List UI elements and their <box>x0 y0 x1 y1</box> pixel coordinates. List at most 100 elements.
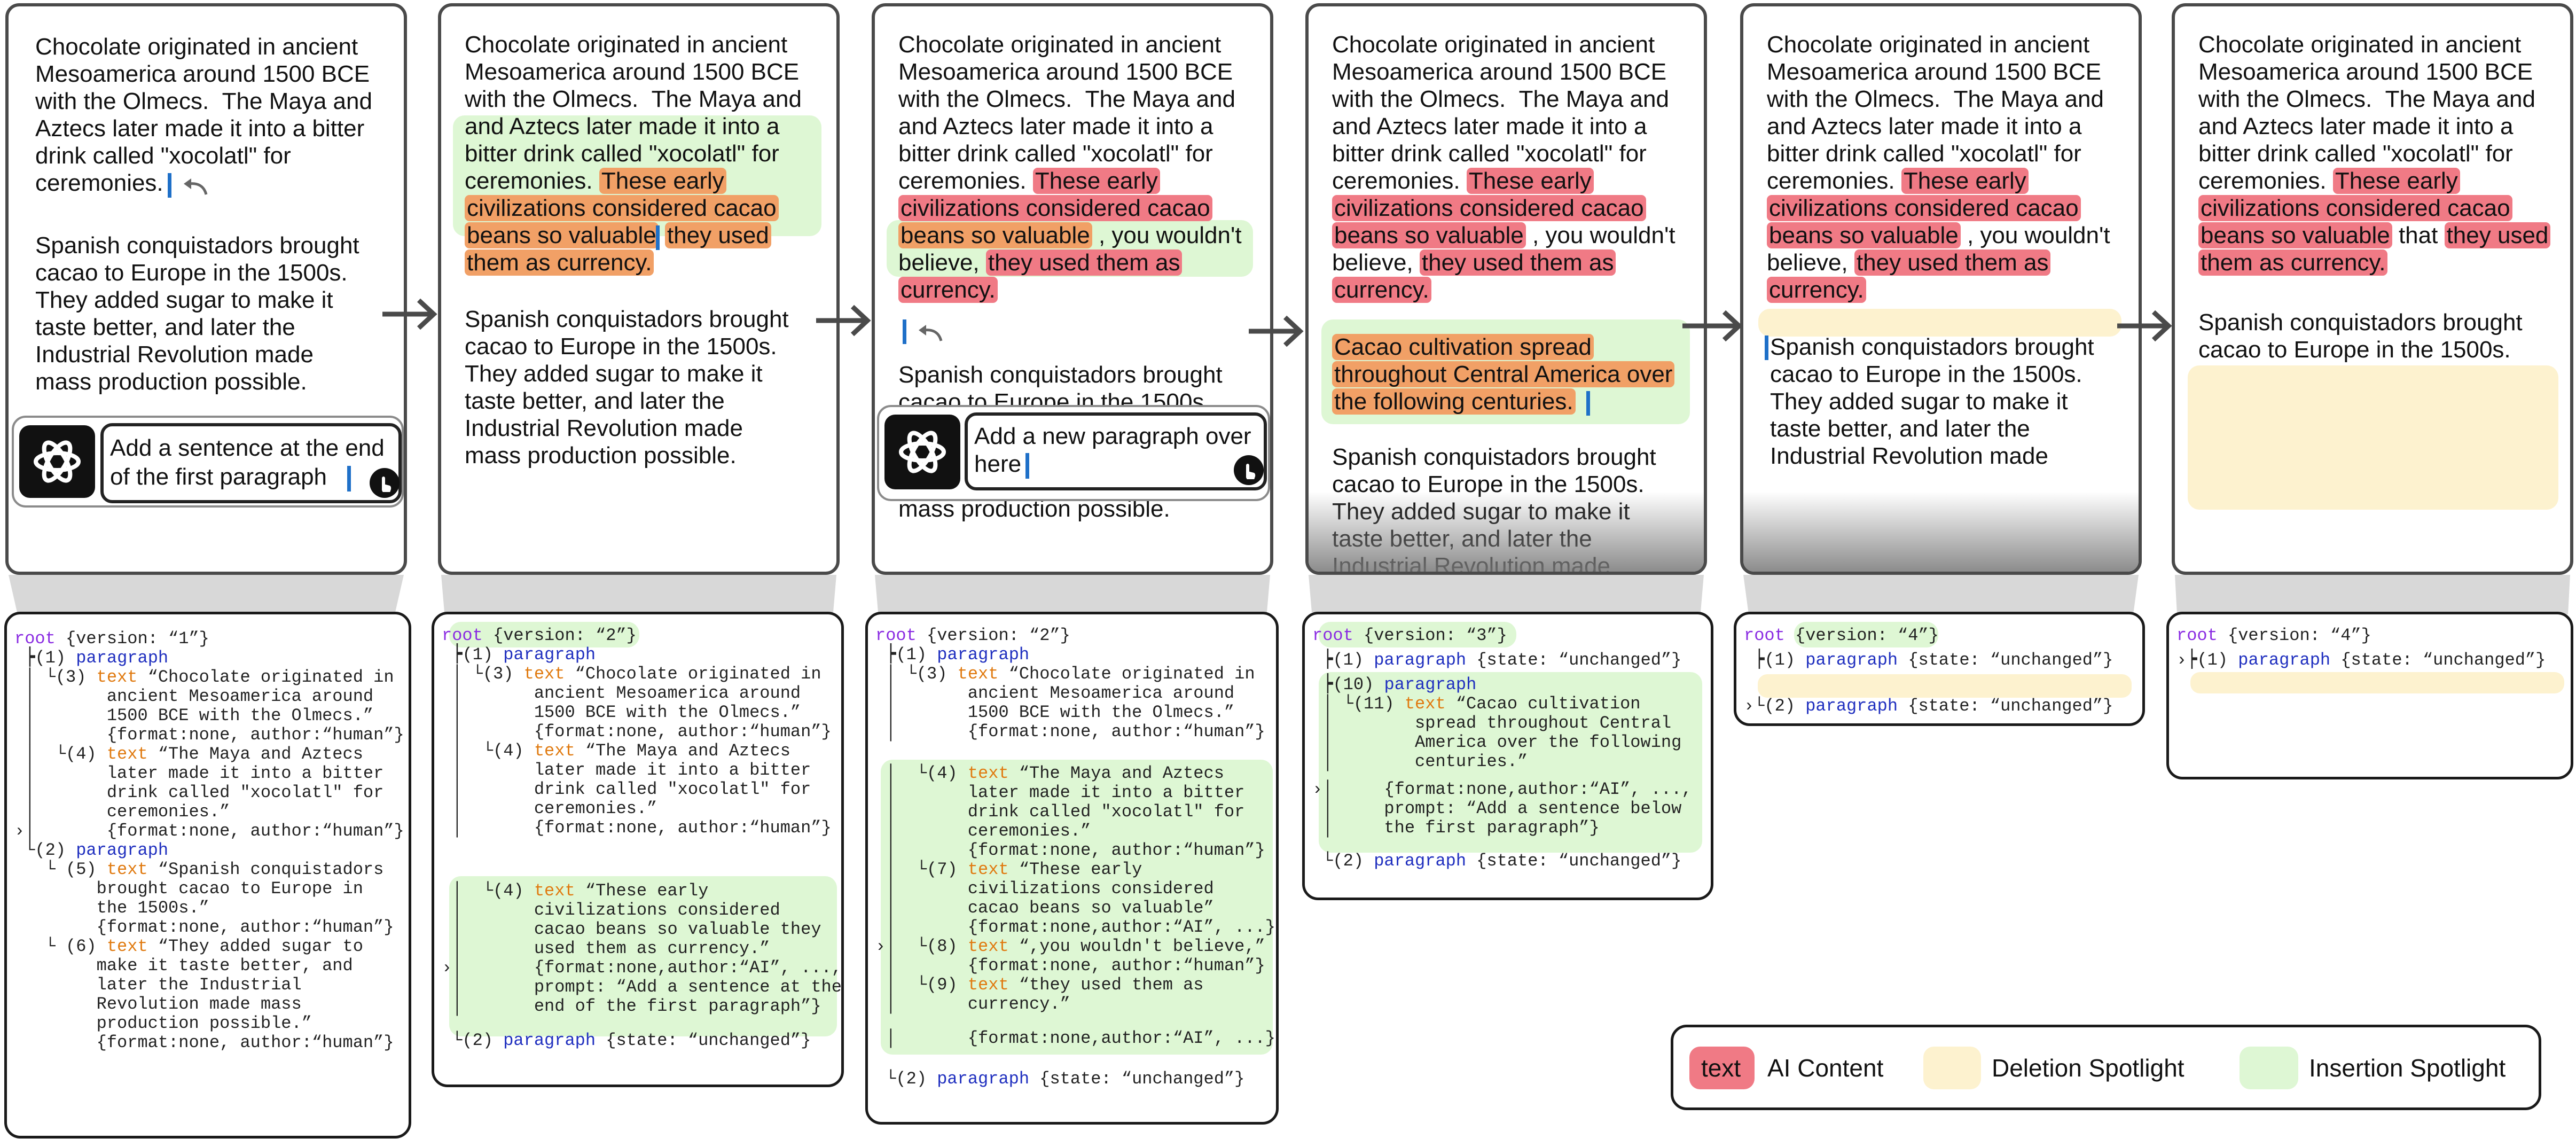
p2-text-l2: Mesoamerica around 1500 BCE <box>465 59 800 85</box>
tree-line: │ {format:none,author:“AI”, ...} <box>875 1028 1275 1048</box>
prompt-caret <box>347 466 351 492</box>
tree-panel-4: root {version: “3”} ┝(1) paragraph {stat… <box>1302 612 1713 900</box>
editor-panel-1: Chocolate originated in ancient Mesoamer… <box>5 3 407 575</box>
p2-para2-l1: Spanish conquistadors brought <box>465 306 789 332</box>
p2-text-l4: and Aztecs later made it into a <box>465 113 780 139</box>
tree-line: │ centuries.” <box>1312 752 1528 771</box>
prompt-1-line2: of the first paragraph <box>110 464 327 490</box>
p6-text-l4: and Aztecs later made it into a <box>2198 113 2514 139</box>
p3-text-l3: with the Olmecs. The Maya and <box>898 86 1235 112</box>
tree-line: │ ceremonies.” <box>442 799 657 818</box>
tree-line: make it taste better, and <box>14 956 353 976</box>
prompt-2-line2: here <box>974 451 1022 477</box>
p6-text-l3: with the Olmecs. The Maya and <box>2198 86 2535 112</box>
ai-new-content: These early <box>599 168 726 194</box>
editor-panel-3: Chocolate originated in ancient Mesoamer… <box>872 3 1273 575</box>
p1-text-l4: Aztecs later made it into a bitter <box>35 115 365 142</box>
tree-line: │ the first paragraph”} <box>1312 818 1600 838</box>
prompt-input-1[interactable]: Add a sentence at the end of the first p… <box>100 423 402 503</box>
tree-line: │ └(3) text “Chocolate originated in <box>442 664 821 684</box>
legend-swatch-deletion <box>1923 1047 1981 1089</box>
p5-text-l3: with the Olmecs. The Maya and <box>1767 86 2104 112</box>
flow-arrow-3 <box>1249 315 1304 347</box>
insertion-spotlight <box>449 876 837 1036</box>
p6-para2-l1: Spanish conquistadors brought <box>2198 309 2523 336</box>
tree-line: {format:none, author:“human”} <box>14 917 394 937</box>
p6-text-l7: civilizations considered cacao <box>2198 194 2512 222</box>
tree-line: └(2) paragraph {state: “unchanged”} <box>875 1069 1245 1089</box>
p4-text-l7: civilizations considered cacao <box>1332 194 1646 222</box>
p2-para2-l2: cacao to Europe in the 1500s. <box>465 333 777 360</box>
insertion-spotlight <box>449 622 639 647</box>
tree-line: │ end of the first paragraph”} <box>442 996 821 1016</box>
p6-text-l8: beans so valuable that they used <box>2198 222 2551 249</box>
p5-para2-l5: Industrial Revolution made <box>1770 443 2048 469</box>
tree-line: │ cacao beans so valuable” <box>875 898 1214 918</box>
chatgpt-logo-icon <box>884 415 960 489</box>
p5-text-l8: beans so valuable , you wouldn't <box>1767 222 2110 249</box>
p2-text-l5: bitter drink called "xocolatl" for <box>465 141 779 167</box>
scroll-fade <box>1309 492 1704 572</box>
p5-text-l7: civilizations considered cacao <box>1767 194 2081 222</box>
tree-line: │ ancient Mesoamerica around <box>442 683 801 703</box>
prompt-wrapper-2: Add a new paragraph over here <box>877 405 1270 501</box>
tree-line: └ (5) text “Spanish conquistadors <box>14 860 384 879</box>
legend-swatch-ai-label: text <box>1701 1054 1741 1082</box>
tree-line: production possible.” <box>14 1013 312 1033</box>
p5-para2-l4: taste better, and later the <box>1770 416 2030 442</box>
undo-arrow-icon <box>919 325 943 341</box>
p3-para2-l1: Spanish conquistadors brought <box>898 362 1223 388</box>
tree-line: │ 1500 BCE with the Olmecs.” <box>442 703 801 722</box>
p1-para2-l3: They added sugar to make it <box>35 287 333 313</box>
editor-panel-4: Chocolate originated in ancient Mesoamer… <box>1305 3 1707 575</box>
p3-text-l4: and Aztecs later made it into a <box>898 113 1213 139</box>
ai-content: These early <box>1032 168 1160 194</box>
tree-line: later the Industrial <box>14 975 302 995</box>
tree-line: ┝(1) paragraph <box>875 645 1030 665</box>
tree-panel-5: root {version: “4”} ┝(1) paragraph {stat… <box>1734 612 2145 726</box>
p2-para2-l3: They added sugar to make it <box>465 361 763 387</box>
p6-text-l5: bitter drink called "xocolatl" for <box>2198 141 2513 167</box>
p1-text-l5: drink called "xocolatl" for <box>35 143 291 169</box>
scroll-fade <box>1743 492 2139 572</box>
tree-line: │ America over the following <box>1312 732 1682 752</box>
p2-text-l3: with the Olmecs. The Maya and <box>465 86 802 112</box>
text-caret <box>1586 391 1590 416</box>
tree-line: │ └(3) text “Chocolate originated in <box>875 664 1255 684</box>
p1-text-l6: ceremonies. <box>35 170 163 196</box>
tree-line: │ {format:none, author:“human”} <box>875 840 1265 860</box>
deletion-spotlight <box>2190 672 2564 693</box>
legend: text AI Content Deletion Spotlight Inser… <box>1671 1025 2541 1110</box>
tree-line: │ ancient Mesoamerica around <box>14 686 374 706</box>
p3-text-l10: currency. <box>898 276 998 303</box>
p3-text-l5: bitter drink called "xocolatl" for <box>898 141 1213 167</box>
p5-para2-l2: cacao to Europe in the 1500s. <box>1770 361 2082 387</box>
tree-line: │ └(4) text “The Maya and Aztecs <box>875 763 1224 783</box>
p4-new-l1: Cacao cultivation spread <box>1332 333 1594 361</box>
tree-line: │ └(4) text “The Maya and Aztecs <box>14 744 363 764</box>
prompt-wrapper-1: Add a sentence at the end of the first p… <box>12 416 404 508</box>
flow-arrow-5 <box>2117 310 2172 342</box>
tree-line: │ {format:none, author:“human”} <box>442 722 832 742</box>
prompt-input-2[interactable]: Add a new paragraph over here <box>965 412 1267 490</box>
tree-line: │ {format:none, author:“human”} <box>875 722 1265 742</box>
tree-line: {format:none, author:“human”} <box>14 1033 394 1052</box>
tree-panel-3: root {version: “2”} ┝(1) paragraph │ └(3… <box>865 612 1279 1125</box>
tree-line: ›│ {format:none,author:“AI”, ..., <box>442 958 842 978</box>
text-caret <box>656 225 660 250</box>
tree-line: └ (6) text “They added sugar to <box>14 937 363 956</box>
p3-text-l9: believe, they used them as <box>898 249 1183 276</box>
p4-text-l2: Mesoamerica around 1500 BCE <box>1332 59 1667 85</box>
p4-text-l6: ceremonies. These early <box>1332 167 1594 194</box>
tree-line: │ └(7) text “These early <box>875 860 1142 879</box>
tree-line: root {version: “2”} <box>442 626 637 645</box>
tree-line: ┝(10) paragraph <box>1312 675 1477 695</box>
insertion-spotlight <box>1794 622 1938 647</box>
p4-text-l5: bitter drink called "xocolatl" for <box>1332 141 1647 167</box>
tree-line: │ spread throughout Central <box>1312 713 1672 733</box>
tree-line: │ └(3) text “Chocolate originated in <box>14 667 394 687</box>
tree-line: └(2) paragraph <box>14 840 169 860</box>
tree-line: │ later made it into a bitter <box>14 763 384 783</box>
legend-label-insertion: Insertion Spotlight <box>2309 1054 2506 1082</box>
text-caret <box>168 173 171 198</box>
